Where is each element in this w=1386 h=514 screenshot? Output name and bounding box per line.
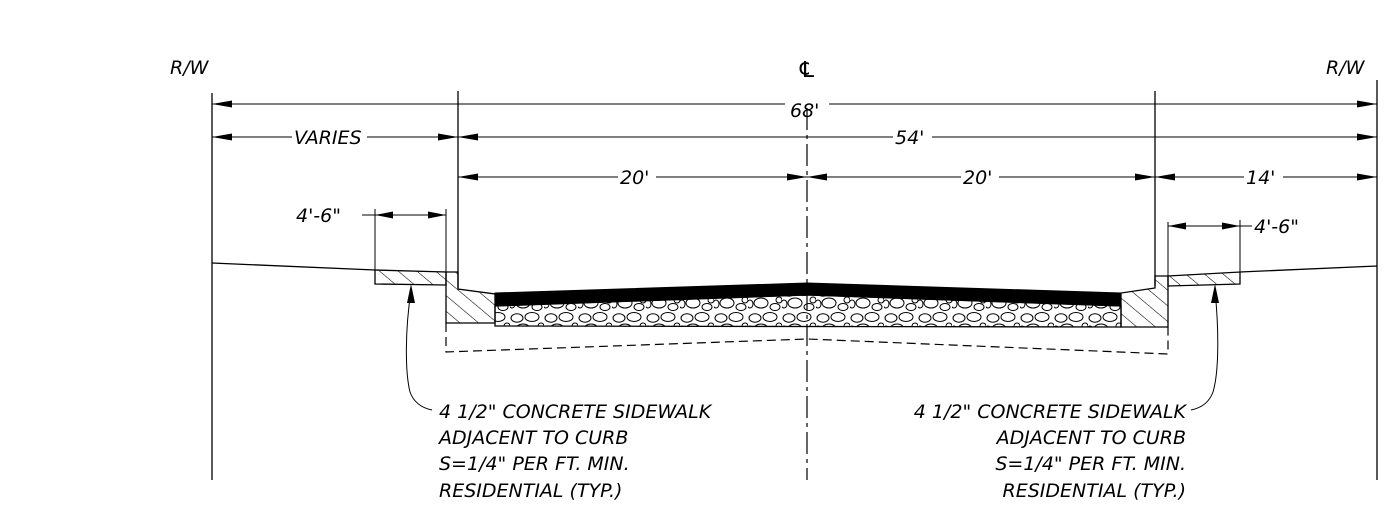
dimension-lane-right: 20'	[807, 167, 1155, 189]
dimension-lane-left-label: 20'	[620, 167, 649, 189]
dimension-varies: VARIES	[212, 127, 458, 149]
asphalt-surface	[494, 282, 1122, 307]
callout-right: 4 1/2" CONCRETE SIDEWALK ADJACENT TO CUR…	[914, 401, 1188, 502]
curb-gutter-left	[445, 271, 496, 324]
callout-right-line-3: S=1/4" PER FT. MIN.	[995, 453, 1186, 475]
curb-gutter-right	[1120, 275, 1169, 328]
dimension-lane-left: 20'	[458, 167, 807, 189]
dimension-roadway-label: 54'	[895, 127, 924, 149]
sidewalk-right	[1167, 271, 1241, 287]
dimension-right-strip: 14'	[1155, 167, 1377, 189]
dimension-total: 68'	[212, 100, 1377, 122]
callout-right-line-2: ADJACENT TO CURB	[995, 427, 1186, 449]
callout-left-line-2: ADJACENT TO CURB	[437, 427, 628, 449]
sidewalk-left	[374, 269, 447, 286]
ground-line-left	[211, 262, 376, 271]
dimension-total-label: 68'	[790, 100, 819, 122]
dimension-sidewalk-left-label: 4'-6"	[296, 205, 341, 227]
callout-leader-left	[405, 290, 433, 411]
dimension-sidewalk-left: 4'-6"	[296, 205, 447, 272]
callout-leader-right	[1190, 290, 1219, 411]
callout-left-line-4: RESIDENTIAL (TYP.)	[439, 480, 622, 502]
dimension-lane-right-label: 20'	[963, 167, 992, 189]
callout-right-line-1: 4 1/2" CONCRETE SIDEWALK	[914, 401, 1188, 423]
callout-left-line-1: 4 1/2" CONCRETE SIDEWALK	[439, 401, 713, 423]
rw-label-right: R/W	[1326, 57, 1366, 79]
callout-left: 4 1/2" CONCRETE SIDEWALK ADJACENT TO CUR…	[437, 401, 713, 502]
dimension-varies-label: VARIES	[294, 127, 362, 149]
dimension-right-strip-label: 14'	[1246, 167, 1275, 189]
callout-left-line-3: S=1/4" PER FT. MIN.	[439, 453, 630, 475]
centerline-symbol: ℄	[797, 58, 817, 83]
callout-arrow-right	[1211, 284, 1219, 303]
rw-label-left: R/W	[170, 57, 210, 79]
subgrade-line	[445, 323, 1169, 355]
dimension-sidewalk-right: 4'-6"	[1167, 216, 1299, 276]
dimension-roadway: 54'	[458, 127, 1377, 149]
dimension-sidewalk-right-label: 4'-6"	[1254, 216, 1299, 238]
callout-right-line-4: RESIDENTIAL (TYP.)	[1003, 480, 1186, 502]
ground-line-right	[1239, 265, 1378, 273]
callout-arrow-left	[407, 284, 415, 303]
